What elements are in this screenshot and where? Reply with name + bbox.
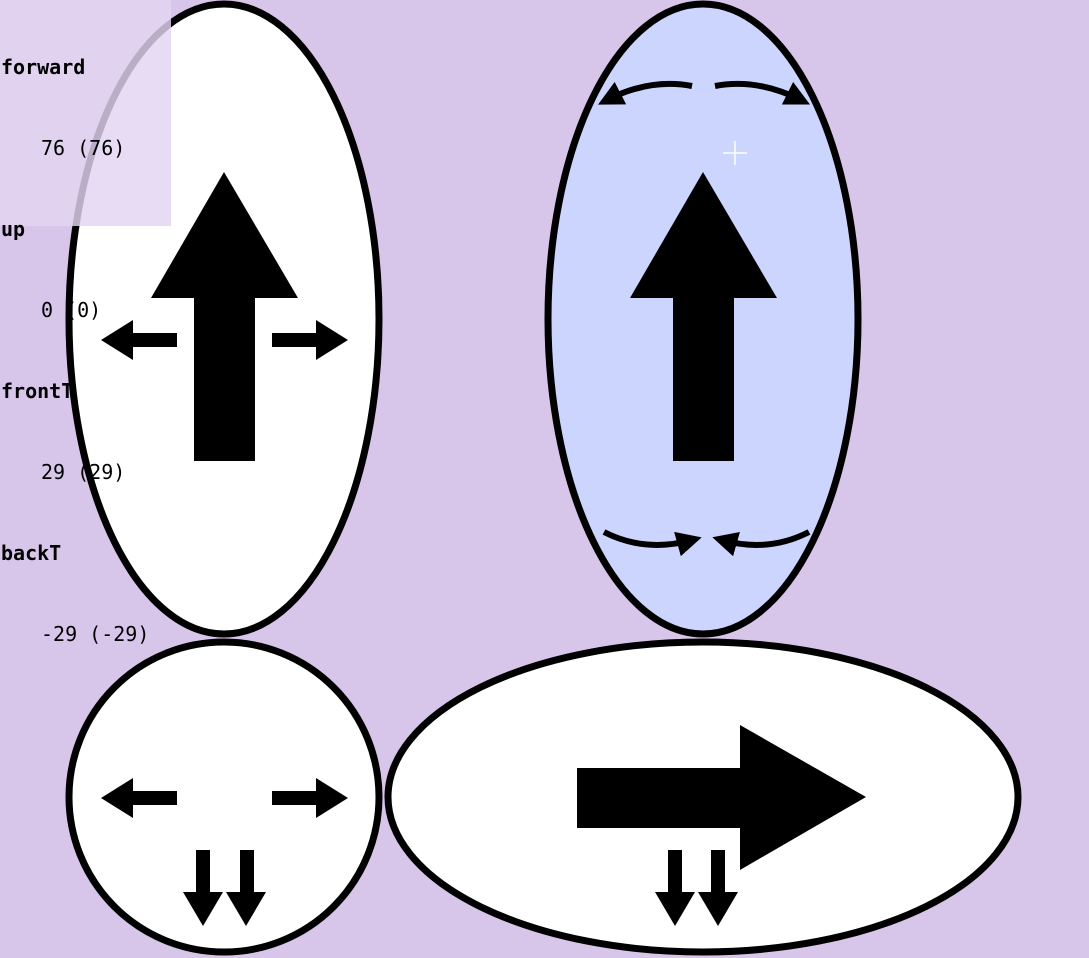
- rotate-bottom-right-icon: [712, 529, 811, 557]
- strafe-right-icon: [272, 778, 348, 818]
- debug-readout: forward 76 (76) up 0 (0) frontT 29 (29) …: [0, 0, 171, 646]
- up-label: up: [1, 217, 26, 241]
- strafe-left-icon: [101, 778, 177, 818]
- rotate-bottom-left-icon: [602, 529, 702, 557]
- rotate-top-right-icon: [714, 80, 811, 105]
- down-pad[interactable]: [65, 638, 383, 956]
- forward-arrow-icon: [630, 172, 777, 461]
- down-pad-outline[interactable]: [65, 638, 383, 956]
- rotate-top-left-icon: [598, 80, 693, 105]
- descend-icon: [183, 850, 266, 926]
- crosshair-cursor-icon: [723, 141, 747, 165]
- right-arrow-icon: [577, 725, 866, 870]
- back-turn-value: -29 (-29): [41, 622, 150, 646]
- forward-value: 76 (76): [41, 136, 126, 160]
- strafe-right-icon: [272, 320, 348, 360]
- forward-arrow-icon: [151, 172, 298, 461]
- descend-icon: [655, 850, 738, 926]
- forward-label: forward: [1, 55, 86, 79]
- up-value: 0 (0): [41, 298, 102, 322]
- front-turn-label: frontT: [1, 379, 74, 403]
- right-pad[interactable]: [384, 638, 1022, 956]
- back-turn-label: backT: [1, 541, 62, 565]
- turn-pad[interactable]: [544, 0, 862, 638]
- strafe-left-icon: [101, 320, 177, 360]
- front-turn-value: 29 (29): [41, 460, 126, 484]
